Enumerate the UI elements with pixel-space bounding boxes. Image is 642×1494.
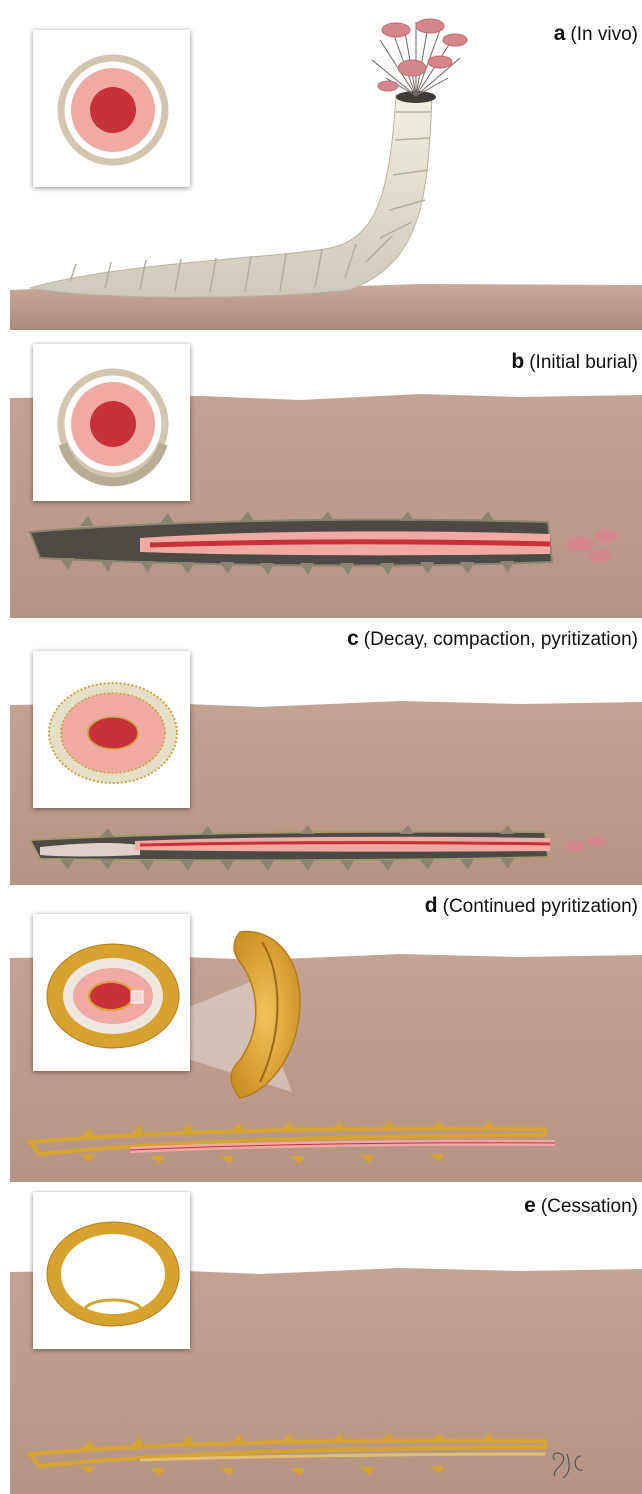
panel-a: a(In vivo) (0, 0, 642, 330)
panel-c-label: c(Decay, compaction, pyritization) (347, 627, 638, 651)
panel-e-label: e(Cessation) (524, 1194, 638, 1218)
panel-c: c(Decay, compaction, pyritization) (0, 625, 642, 885)
tentacle-tips (378, 19, 467, 91)
panel-a-label: a(In vivo) (554, 22, 638, 46)
panel-e: e(Cessation) (0, 1190, 642, 1494)
cross-section-inset-d (33, 914, 190, 1071)
cross-section-inset-b (33, 344, 190, 501)
panel-d-label: d(Continued pyritization) (425, 894, 638, 918)
artist-signature (545, 1446, 595, 1486)
panel-d: d(Continued pyritization) (0, 892, 642, 1182)
panel-b: b(Initial burial) (0, 340, 642, 618)
cross-section-inset-e (33, 1192, 190, 1349)
panel-b-label: b(Initial burial) (511, 350, 638, 374)
cross-section-inset-c (33, 651, 190, 808)
cross-section-inset-a (33, 30, 190, 187)
